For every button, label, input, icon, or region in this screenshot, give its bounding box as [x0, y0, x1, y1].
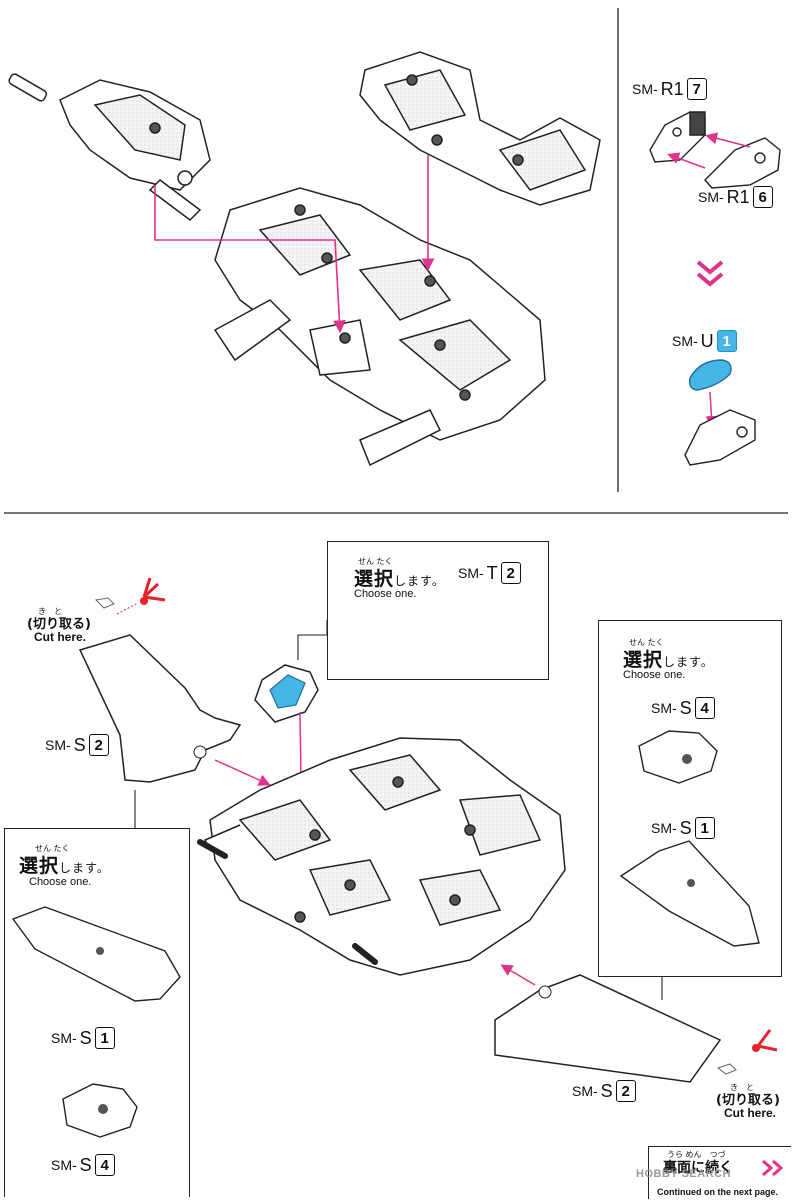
top-main-body-part — [213, 187, 546, 467]
chevron-down-icon — [696, 260, 724, 275]
u-1-blue-part — [688, 359, 732, 391]
continued-japanese: 裏面に続く — [663, 1160, 733, 1176]
cut-english-right: Cut here. — [724, 1106, 777, 1120]
continued-box: うら めん つづ 裏面に続く Continued on the next pag… — [648, 1146, 791, 1199]
continued-english: Continued on the next page. — [657, 1187, 778, 1197]
double-chevron-right-icon — [762, 1159, 784, 1177]
right-panel-parts — [619, 730, 760, 947]
arrow-r1-6-to-r1-7-lower — [667, 152, 706, 169]
left-panel-parts — [11, 906, 181, 1138]
assembled-sub-part — [684, 409, 756, 466]
cut-english-left: Cut here. — [34, 630, 87, 644]
arrow-r1-6-to-r1-7 — [705, 132, 751, 148]
bottom-main-body-part — [197, 737, 566, 976]
cut-japanese-left: (切り取る) — [27, 617, 91, 632]
top-right-backpack-part — [359, 51, 601, 206]
cut-icon-left — [140, 577, 166, 605]
choose-title: 選択します。 — [354, 568, 445, 590]
r1-6-part — [704, 137, 781, 189]
arrow-arm-to-body — [154, 185, 346, 334]
s-2-bottom-part — [494, 974, 722, 1083]
r1-7-part — [649, 111, 706, 163]
s-2-left-part — [78, 634, 242, 783]
cut-japanese-right: (切り取る) — [716, 1093, 780, 1108]
top-left-arm-part — [8, 73, 211, 221]
cut-icon-right — [752, 1029, 778, 1052]
watermark: HOBBY SEARCH — [636, 1168, 732, 1180]
